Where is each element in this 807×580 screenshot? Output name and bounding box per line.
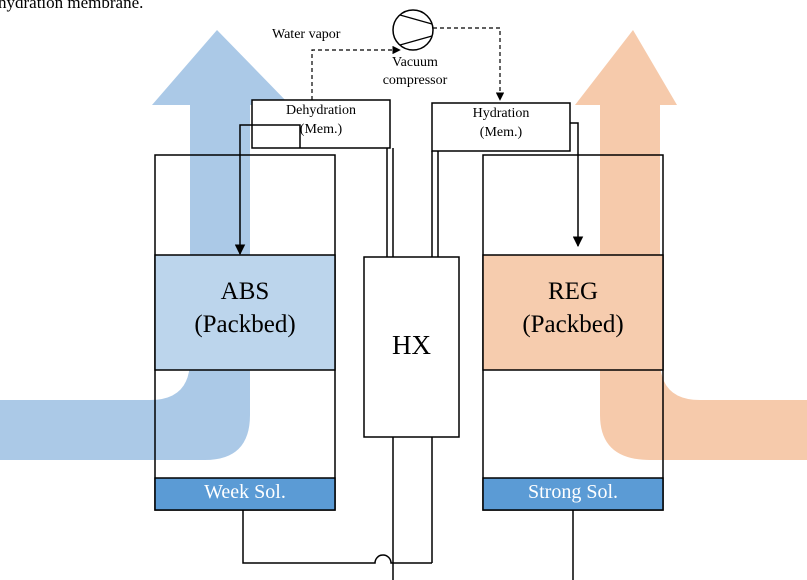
blue-airflow-arrow [0,30,290,460]
vacuum-label: Vacuum [392,55,438,70]
dehydration-mem-label: (Mem.) [299,122,343,137]
vapor-line-to-compressor [311,45,401,100]
reg-packbed [482,254,664,371]
caption-fragment: hydration membrane. [0,0,144,12]
vapor-line-from-compressor [433,27,505,101]
strong-solution-label: Strong Sol. [527,481,619,503]
hydration-to-reg-arrow [570,122,584,248]
hydration-label: Hydration [472,106,530,121]
hydration-mem-label: (Mem.) [479,125,523,140]
weak-solution-outlet-pipe [242,510,432,564]
dehydration-to-abs-arrow [234,124,301,256]
compressor-label: compressor [382,73,448,88]
reg-packbed-label: (Packbed) [522,311,624,338]
orange-airflow-arrow [575,30,807,460]
weak-solution-label: Week Sol. [204,481,286,503]
abs-packbed [154,254,336,371]
weak-solution-bar [154,477,336,511]
abs-packbed-label: (Packbed) [194,311,296,338]
compressor-blade-top [399,14,433,25]
hx-label: HX [392,330,431,360]
abs-label: ABS [220,278,270,305]
hx-box [363,256,460,438]
vacuum-compressor-icon [392,9,434,51]
hydration-membrane-box [431,102,571,152]
reg-label: REG [548,278,598,305]
compressor-blade-bottom [399,35,433,46]
dehydration-label: Dehydration [286,103,356,118]
strong-solution-bar [482,477,664,511]
water-vapor-label: Water vapor [272,27,341,42]
dehydration-membrane-box [251,99,391,149]
